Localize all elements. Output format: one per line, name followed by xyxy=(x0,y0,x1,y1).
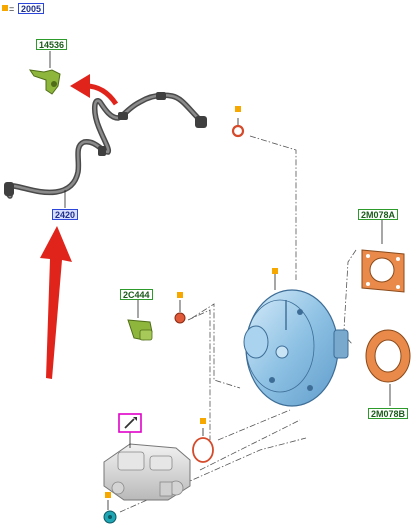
large-up-arrow-icon xyxy=(40,226,72,379)
vacuum-hose xyxy=(4,92,207,208)
gasket-b-part xyxy=(365,329,411,406)
brake-booster xyxy=(243,272,349,407)
check-valve-part xyxy=(127,300,153,341)
square-marker-icon xyxy=(2,5,8,11)
legend-key-callout: 2005 xyxy=(18,3,45,14)
square-marker-icon xyxy=(272,268,278,274)
callout-vacuum-hose[interactable]: 2420 xyxy=(52,209,79,220)
callout-check-valve[interactable]: 2C444 xyxy=(120,289,153,300)
hose-o-ring xyxy=(231,118,245,138)
wrench-pencil-icon xyxy=(118,413,142,448)
legend-equals: = xyxy=(9,4,15,14)
master-cylinder xyxy=(103,443,191,501)
callout-gasket-a[interactable]: 2M078A xyxy=(358,209,399,220)
valve-grommet xyxy=(174,300,186,324)
marker-icons xyxy=(2,5,278,498)
square-marker-icon xyxy=(105,492,111,498)
cylinder-o-ring xyxy=(192,428,214,463)
callout-gasket-b[interactable]: 2M078B xyxy=(368,408,409,419)
curved-arrow-icon xyxy=(70,74,119,106)
square-marker-icon xyxy=(200,418,206,424)
square-marker-icon xyxy=(177,292,183,298)
bracket-part xyxy=(28,51,61,95)
gasket-a-part xyxy=(361,220,405,293)
square-marker-icon xyxy=(235,106,241,112)
callout-bracket[interactable]: 14536 xyxy=(36,39,68,50)
brake-line-fitting xyxy=(103,500,117,524)
